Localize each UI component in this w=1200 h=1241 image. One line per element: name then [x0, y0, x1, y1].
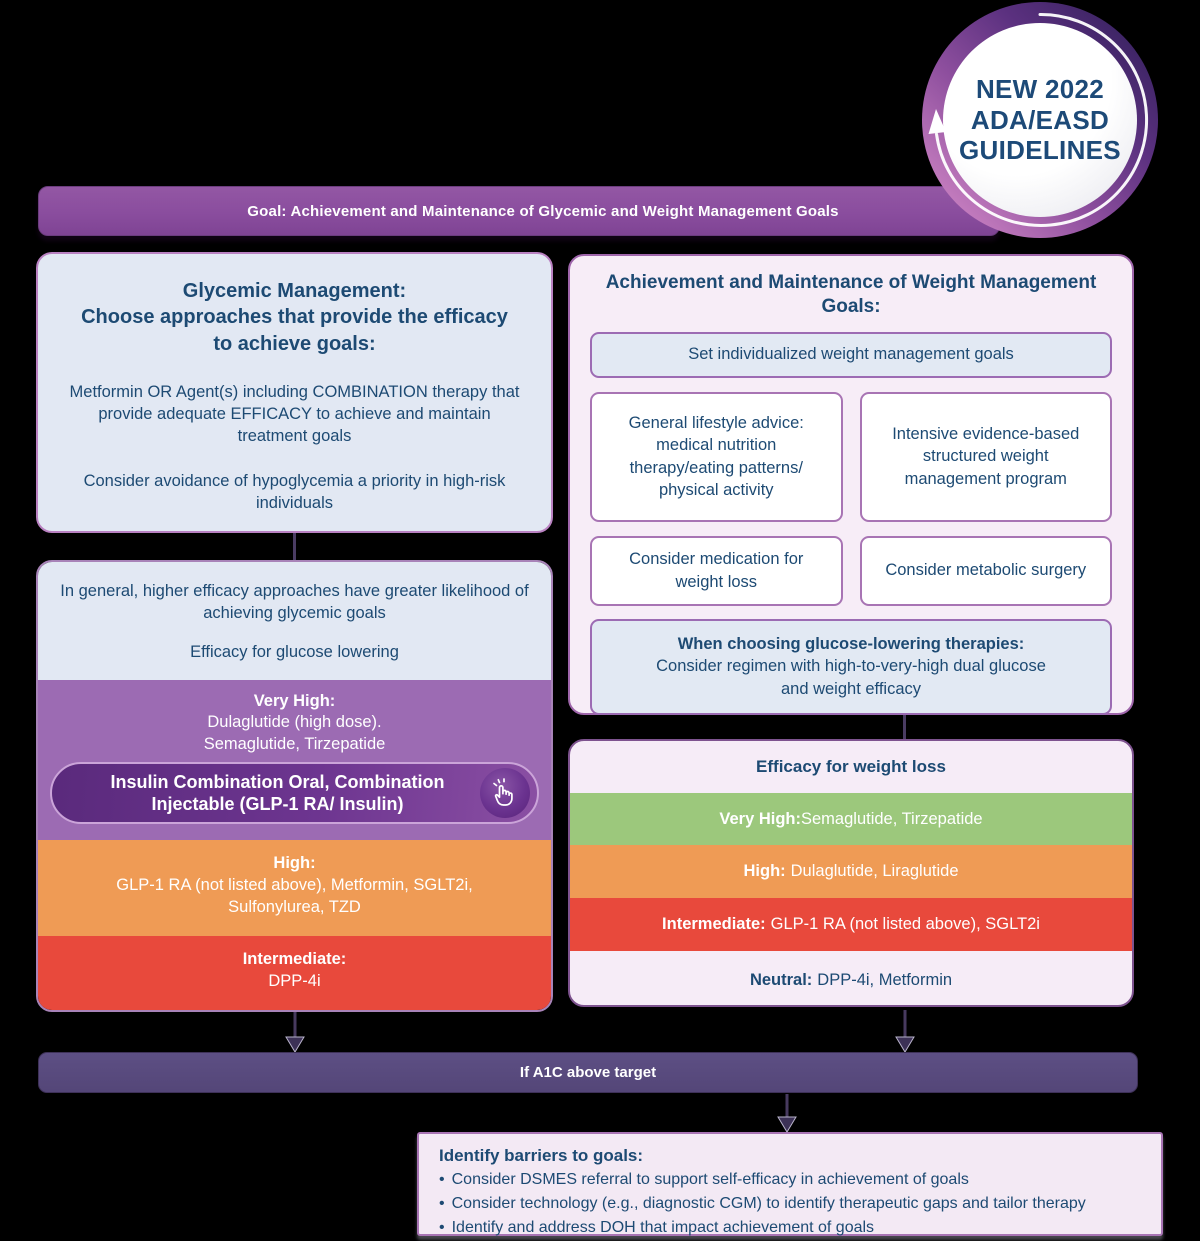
weight-very-high-band: Very High:Semaglutide, Tirzepatide [570, 793, 1132, 845]
high-line-2: Sulfonylurea, TZD [228, 897, 361, 916]
circular-arrow-icon [928, 12, 1149, 227]
glucose-efficacy-subtitle: Efficacy for glucose lowering [190, 642, 399, 661]
high-label: High: [273, 854, 316, 872]
weight-intermediate-band: Intermediate:GLP-1 RA (not listed above)… [570, 898, 1132, 951]
very-high-band: Very High: Dulaglutide (high dose). Sema… [38, 680, 551, 840]
bullet-icon: • [439, 1194, 445, 1212]
glucose-efficacy-intro-section: In general, higher efficacy approaches h… [38, 562, 551, 680]
glycemic-paragraph-2: Consider avoidance of hypoglycemia a pri… [83, 471, 506, 512]
high-line-1: GLP-1 RA (not listed above), Metformin, … [116, 875, 473, 894]
weight-efficacy-box: Efficacy for weight loss Very High:Semag… [568, 739, 1134, 1007]
connector-right [903, 715, 906, 740]
weight-cards-row-2: Consider medication for weight loss Cons… [590, 535, 1112, 606]
badge-line-1: NEW 2022 [975, 73, 1105, 104]
very-high-label: Very High: [253, 692, 336, 710]
very-high-line-1: Dulaglutide (high dose). [207, 713, 382, 732]
set-goals-box: Set individualized weight management goa… [590, 331, 1112, 378]
insulin-combination-pill-button[interactable]: Insulin Combination Oral, Combination In… [50, 762, 539, 825]
barriers-title: Identify barriers to goals: [439, 1146, 644, 1165]
glucose-efficacy-intro: In general, higher efficacy approaches h… [60, 582, 529, 622]
pill-text: Insulin Combination Oral, Combination In… [110, 771, 445, 815]
high-band: High: GLP-1 RA (not listed above), Metfo… [38, 840, 551, 936]
weight-neutral-band: Neutral:DPP-4i, Metformin [749, 970, 953, 989]
intermediate-line-1: DPP-4i [268, 971, 321, 990]
medication-card: Consider medication for weight loss [590, 535, 843, 606]
down-arrow-center-icon [777, 1094, 797, 1133]
intermediate-label: Intermediate: [242, 950, 347, 968]
lifestyle-advice-card: General lifestyle advice: medical nutrit… [590, 391, 843, 522]
badge-line-3: GUIDELINES [959, 135, 1121, 166]
new-guidelines-badge: NEW 2022 ADA/EASD GUIDELINES [922, 2, 1158, 238]
barrier-bullet-2: • Consider technology (e.g., diagnostic … [439, 1192, 1141, 1216]
weight-high-band: High:Dulaglutide, Liraglutide [570, 845, 1132, 898]
connector-left [293, 533, 296, 561]
intensive-program-card: Intensive evidence-based structured weig… [859, 391, 1112, 522]
click-hand-icon [480, 768, 530, 819]
weight-efficacy-title: Efficacy for weight loss [756, 757, 946, 776]
bullet-icon: • [439, 1171, 445, 1189]
barrier-bullet-1: • Consider DSMES referral to support sel… [439, 1168, 1141, 1192]
glycemic-title: Glycemic Management: Choose approaches t… [81, 280, 508, 355]
weight-management-box: Achievement and Maintenance of Weight Ma… [568, 254, 1134, 715]
barrier-bullet-3: • Identify and address DOH that impact a… [439, 1216, 1141, 1240]
glycemic-management-box: Glycemic Management: Choose approaches t… [36, 252, 553, 533]
goal-banner-text: Goal: Achievement and Maintenance of Gly… [247, 202, 839, 220]
badge-line-2: ADA/EASD [970, 104, 1110, 135]
metabolic-surgery-card: Consider metabolic surgery [859, 535, 1112, 606]
goal-banner: Goal: Achievement and Maintenance of Gly… [38, 186, 1000, 236]
glucose-efficacy-box: In general, higher efficacy approaches h… [36, 560, 553, 1012]
bullet-icon: • [439, 1218, 445, 1236]
identify-barriers-box: Identify barriers to goals: • Consider D… [417, 1132, 1163, 1236]
when-choosing-box: When choosing glucose-lowering therapies… [590, 618, 1112, 715]
down-arrow-left-icon [285, 1012, 305, 1053]
a1c-above-target-banner: If A1C above target [38, 1052, 1138, 1093]
when-choosing-title: When choosing glucose-lowering therapies… [677, 635, 1025, 654]
badge-inner-circle: NEW 2022 ADA/EASD GUIDELINES [943, 23, 1137, 217]
very-high-line-2: Semaglutide, Tirzepatide [203, 734, 386, 753]
weight-cards-row-1: General lifestyle advice: medical nutrit… [590, 391, 1112, 522]
down-arrow-right-icon [895, 1010, 915, 1053]
weight-box-title: Achievement and Maintenance of Weight Ma… [605, 272, 1097, 317]
intermediate-band: Intermediate: DPP-4i [38, 936, 551, 1010]
when-choosing-text: Consider regimen with high-to-very-high … [656, 657, 1046, 698]
glycemic-paragraph-1: Metformin OR Agent(s) including COMBINAT… [69, 383, 520, 446]
